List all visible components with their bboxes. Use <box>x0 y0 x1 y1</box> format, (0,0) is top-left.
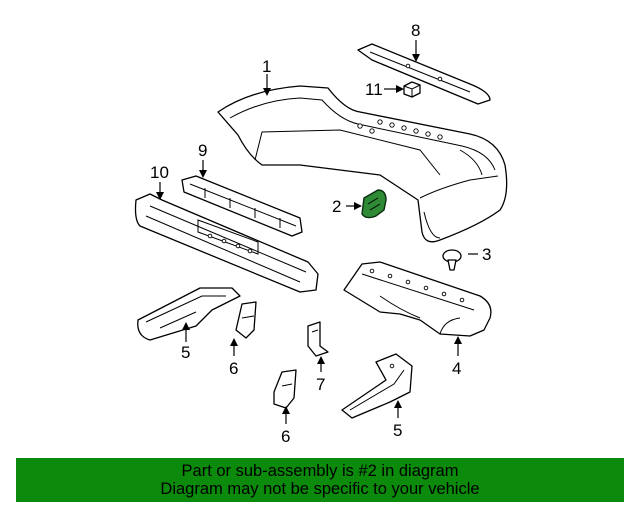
part-4-lower-support <box>343 261 492 337</box>
callout-5-right: 5 <box>393 421 402 440</box>
callout-7: 7 <box>316 375 325 394</box>
part-10-reinforcement <box>134 193 319 293</box>
callout-4: 4 <box>452 359 461 378</box>
callout-3: 3 <box>482 245 491 264</box>
callout-6-upper: 6 <box>229 359 238 378</box>
callout-leaders <box>156 40 478 424</box>
callout-5-left: 5 <box>181 343 190 362</box>
part-1-bumper-cover <box>217 85 508 243</box>
part-5-side-bracket-right <box>341 353 413 419</box>
callout-6-lower: 6 <box>281 427 290 446</box>
banner-line-2: Diagram may not be specific to your vehi… <box>160 480 480 498</box>
callout-8: 8 <box>411 21 420 40</box>
part-8-trim-strip <box>357 43 491 105</box>
callout-labels: 1 2 3 4 5 5 6 6 7 8 9 10 11 <box>150 21 491 446</box>
part-3-fastener <box>442 249 462 271</box>
callout-11: 11 <box>365 80 383 99</box>
part-6-bracket-lower <box>273 369 297 409</box>
bumper-mount-holes <box>357 119 443 140</box>
part-5-side-bracket-left <box>137 287 241 341</box>
callout-2: 2 <box>332 197 341 216</box>
part-9-absorber <box>181 175 303 237</box>
callout-1: 1 <box>262 57 271 76</box>
part-11-clip <box>403 81 421 98</box>
part-2-bracket-highlighted <box>361 189 387 219</box>
part-7-bracket <box>307 321 329 357</box>
disclaimer-banner: Part or sub-assembly is #2 in diagram Di… <box>16 458 624 502</box>
parts-diagram: 1 2 3 4 5 5 6 6 7 8 9 10 11 <box>134 21 508 446</box>
callout-10: 10 <box>150 163 169 182</box>
part-6-bracket-upper <box>235 301 257 339</box>
callout-9: 9 <box>198 141 207 160</box>
banner-line-1: Part or sub-assembly is #2 in diagram <box>181 462 459 480</box>
